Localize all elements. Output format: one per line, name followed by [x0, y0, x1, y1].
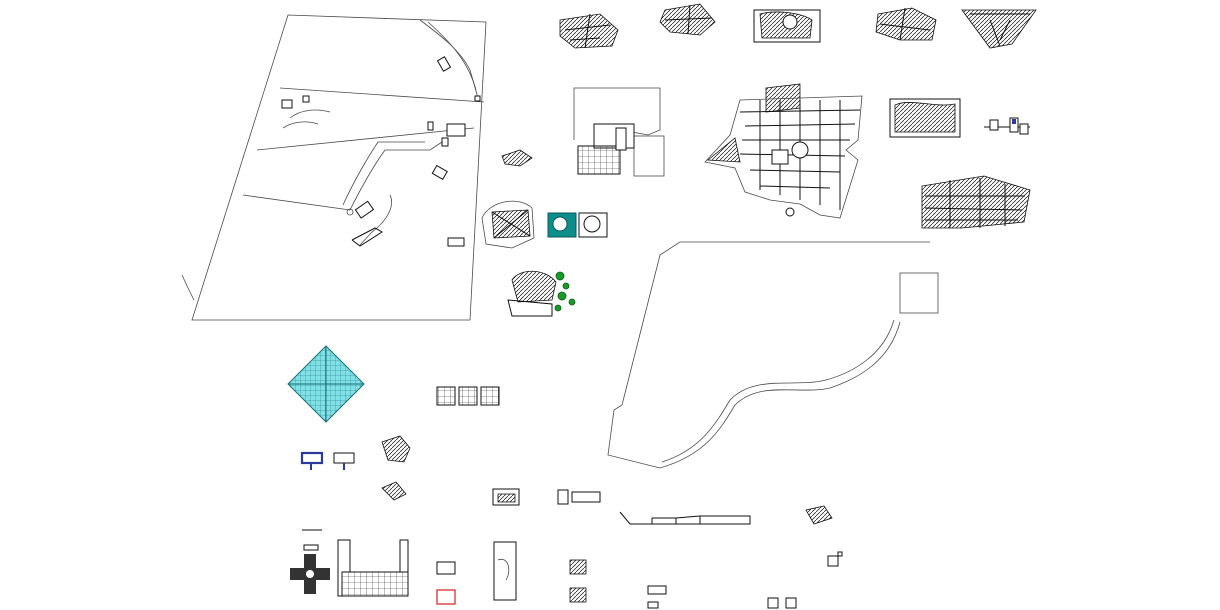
long-elevation: [619, 511, 751, 525]
courtyard-plan: [573, 87, 665, 177]
small-section: [984, 117, 1030, 135]
mini-plan-b: [481, 200, 535, 249]
triple-plans: [436, 386, 500, 406]
contour-plan: [889, 98, 961, 138]
thumb-plan-4: [875, 7, 937, 41]
frame-plan-red: [436, 561, 456, 605]
bottom-cluster-plans: [569, 559, 587, 603]
stacked-plans: [921, 175, 1031, 229]
mini-plan-a: [501, 149, 533, 167]
small-frame-plan: [492, 488, 520, 506]
tall-plan: [493, 541, 517, 601]
thumb-plan-5: [961, 9, 1037, 49]
cluster-plan-1: [381, 435, 411, 463]
tree-plan: [507, 270, 576, 317]
diamond-plan: [287, 345, 365, 423]
campus-plan: [704, 83, 863, 219]
cross-plan: [290, 529, 330, 594]
thumb-plan-1: [559, 13, 619, 49]
right-mini-plans: [805, 505, 843, 567]
key-plan: [557, 489, 601, 505]
thumb-plan-3: [753, 9, 821, 43]
cluster-plan-2: [381, 481, 407, 501]
teal-plans: [547, 212, 608, 238]
blue-plans: [300, 451, 355, 470]
curved-wall: [607, 241, 939, 469]
site-plan: [181, 14, 487, 321]
thumb-plan-2: [659, 3, 716, 36]
long-building-plan: [337, 539, 409, 597]
bottom-right-plans: [647, 585, 797, 609]
